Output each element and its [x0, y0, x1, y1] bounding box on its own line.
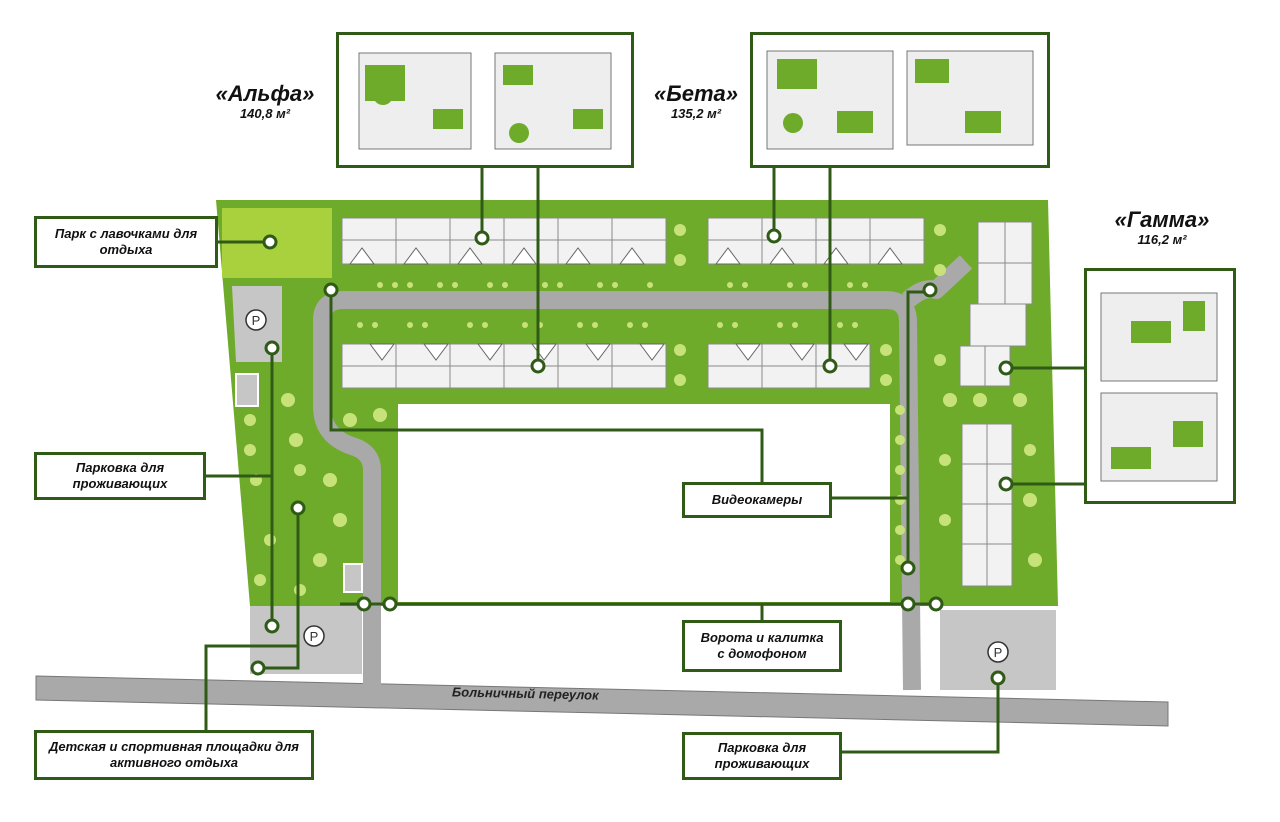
label-parking-left[interactable]: Парковка для проживающих — [34, 452, 206, 500]
type-beta-area: 135,2 м² — [670, 106, 722, 121]
parking-sign-text: P — [994, 645, 1003, 660]
label-parking-right[interactable]: Парковка для проживающих — [682, 732, 842, 780]
house-row-alpha-middle — [341, 343, 667, 389]
type-alpha-area: 140,8 м² — [239, 106, 291, 121]
floorplan-alpha-drawing — [358, 52, 612, 150]
type-alpha-title: «Альфа» 140,8 м² — [204, 82, 326, 122]
booth-bottom — [343, 563, 363, 593]
floorplan-alpha[interactable] — [336, 32, 634, 168]
type-gamma-area: 116,2 м² — [1137, 232, 1187, 247]
type-beta-title: «Бета» 135,2 м² — [636, 82, 756, 122]
parking-sign-text: P — [252, 313, 261, 328]
street-road — [35, 675, 1169, 727]
parking-sign-2: P — [303, 625, 325, 647]
callout-points — [250, 228, 1014, 686]
parking-sign-1: P — [245, 309, 267, 331]
floorplan-gamma-drawing — [1100, 292, 1218, 482]
house-block-gamma — [959, 221, 1033, 587]
type-alpha-name: «Альфа» — [215, 81, 315, 106]
label-playground[interactable]: Детская и спортивная площадки для активн… — [34, 730, 314, 780]
label-gate[interactable]: Ворота и калитка с домофоном — [682, 620, 842, 672]
type-beta-name: «Бета» — [653, 81, 739, 106]
house-row-beta-middle — [707, 343, 871, 389]
parking-sign-3: P — [987, 641, 1009, 663]
type-gamma-title: «Гамма» 116,2 м² — [1092, 208, 1232, 248]
floorplan-beta-drawing — [766, 50, 1034, 150]
type-gamma-name: «Гамма» — [1114, 207, 1210, 232]
hedge-dots — [357, 282, 868, 328]
label-cameras[interactable]: Видеокамеры — [682, 482, 832, 518]
floorplan-beta[interactable] — [750, 32, 1050, 168]
callout-lines — [200, 168, 1084, 754]
bay-windows — [349, 247, 903, 361]
label-park[interactable]: Парк с лавочками для отдыха — [34, 216, 218, 268]
house-row-alpha-top — [341, 217, 667, 265]
booth-left — [235, 373, 259, 407]
parking-sign-text: P — [310, 629, 319, 644]
floorplan-gamma[interactable] — [1084, 268, 1236, 504]
